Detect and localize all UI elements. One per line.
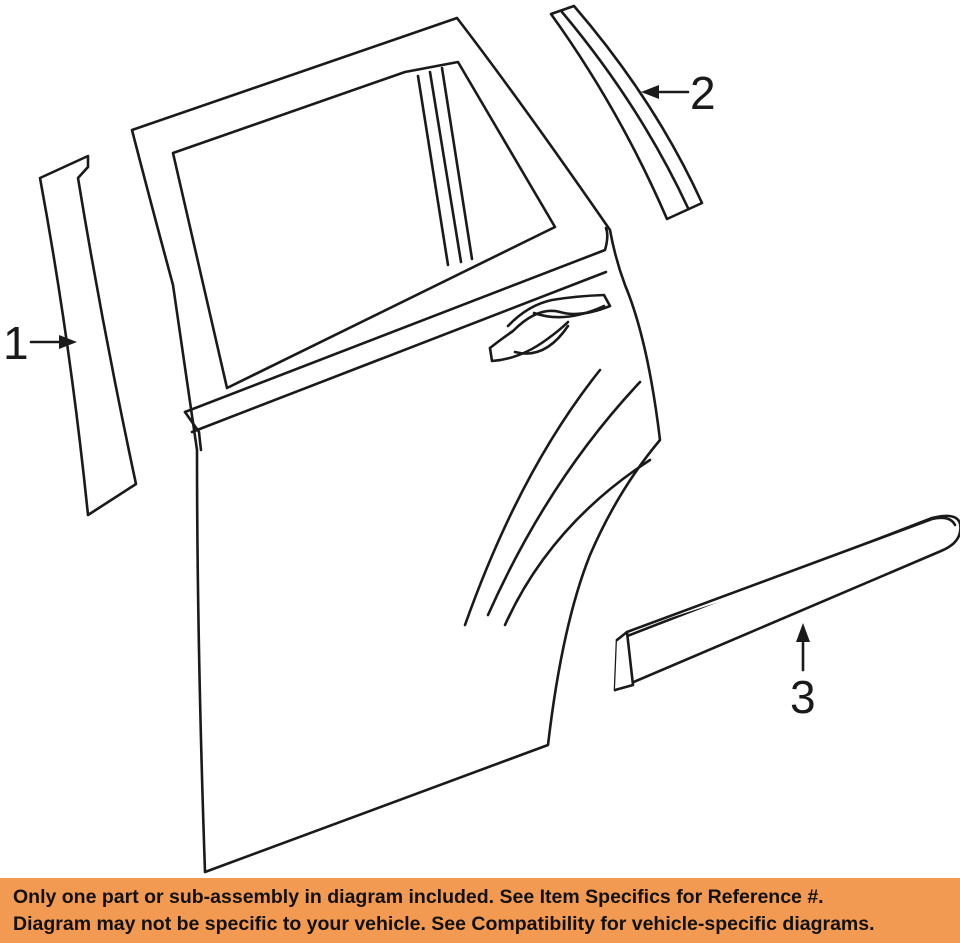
part-3-side-molding — [613, 514, 960, 692]
part-1-pillar-applique — [38, 154, 138, 517]
disclaimer-line-2: Diagram may not be specific to your vehi… — [13, 913, 875, 935]
callout-1: 1 — [3, 317, 77, 369]
callout-number: 2 — [690, 67, 716, 119]
callout-number: 3 — [790, 671, 816, 723]
rear-door-shell — [130, 16, 662, 874]
disclaimer-banner: Only one part or sub-assembly in diagram… — [0, 878, 960, 943]
parts-diagram: 1 2 3 — [3, 4, 960, 874]
disclaimer-line-1: Only one part or sub-assembly in diagram… — [13, 886, 824, 908]
arrowhead-icon — [796, 623, 810, 642]
part-2-frame-molding — [549, 4, 704, 221]
callout-2: 2 — [641, 67, 716, 119]
arrowhead-icon — [641, 85, 659, 99]
arrowhead-icon — [59, 335, 77, 349]
callout-3: 3 — [790, 623, 816, 723]
callout-number: 1 — [3, 317, 29, 369]
